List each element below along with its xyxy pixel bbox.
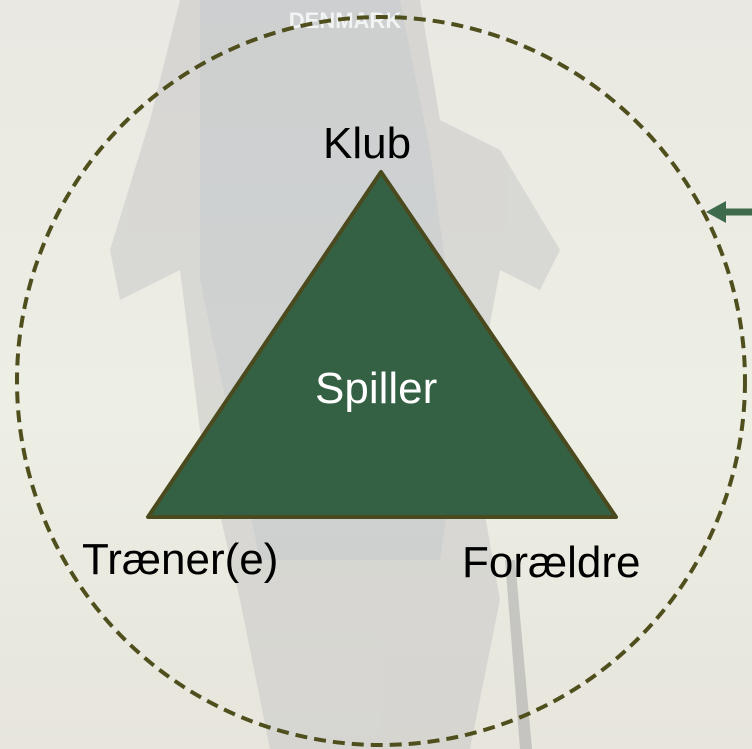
vertex-label-top: Klub [323,122,411,166]
center-label: Spiller [315,367,437,411]
vertex-label-left: Træner(e) [82,538,278,582]
vertex-label-right: Forældre [462,541,641,585]
